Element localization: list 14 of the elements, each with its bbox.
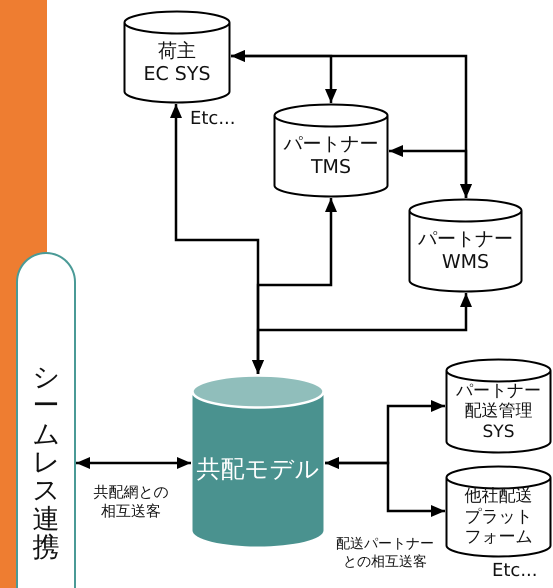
edge-label: 配送パートナーとの相互送客 xyxy=(334,536,435,571)
database-cylinder: パートナー配送管理SYS xyxy=(445,358,552,454)
edge-label: 共配網との相互送客 xyxy=(92,483,170,520)
database-cylinder: 他社配送プラットフォーム xyxy=(445,465,552,558)
database-cylinder: 荷主 EC SYS xyxy=(123,10,231,104)
arrow xyxy=(389,145,472,198)
database-cylinder: パートナー WMS xyxy=(408,198,523,293)
arrow xyxy=(252,293,472,374)
arrow xyxy=(76,457,191,469)
database-cylinder: パートナー TMS xyxy=(273,103,389,198)
note-text: Etc... xyxy=(190,108,236,129)
arrow xyxy=(325,457,445,517)
note-text: Etc... xyxy=(492,560,538,581)
rounded-band: シームレス連携 xyxy=(16,252,76,588)
